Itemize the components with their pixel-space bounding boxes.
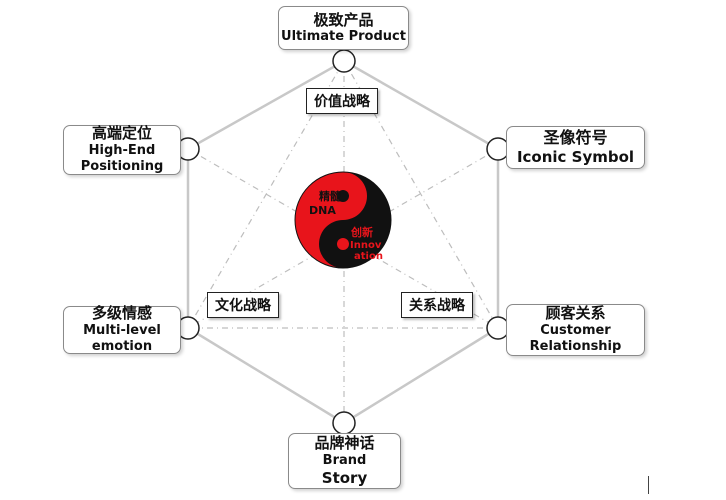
node-brand-story-en-2: Story: [321, 469, 368, 488]
node-ultimate-product-en: Ultimate Product: [281, 29, 406, 45]
node-customer-relationship: 顾客关系 Customer Relationship: [506, 304, 645, 356]
node-high-end-positioning: 高端定位 High-End Positioning: [63, 124, 181, 175]
node-emotion-zh: 多级情感: [91, 304, 152, 323]
text-cursor: [648, 476, 649, 494]
node-emotion-en-2: emotion: [91, 339, 153, 355]
core-lower-zh: 创新: [350, 225, 373, 239]
core-lower-en-1: Innov: [350, 240, 382, 251]
vertex-top: [332, 49, 356, 73]
strategy-culture: 文化战略: [207, 292, 279, 318]
core-lower-en-2: ation: [354, 251, 383, 262]
node-customer-zh: 顾客关系: [545, 304, 606, 323]
node-high-end-en-2: Positioning: [80, 159, 164, 175]
strategy-relationship: 关系战略: [401, 292, 473, 318]
yang-eye: [337, 238, 349, 250]
node-high-end-zh: 高端定位: [91, 124, 152, 143]
node-customer-en-1: Customer: [540, 323, 611, 339]
core-upper-en: DNA: [309, 204, 336, 217]
node-brand-story-en-1: Brand: [322, 452, 367, 468]
yin-eye: [337, 190, 349, 202]
node-brand-story-zh: 品牌神话: [314, 434, 375, 453]
node-iconic-symbol-en: Iconic Symbol: [516, 148, 635, 167]
node-multi-level-emotion: 多级情感 Multi-level emotion: [63, 304, 181, 355]
yin-yang-symbol: 精髓 DNA 创新 Innov ation: [294, 171, 392, 269]
node-high-end-en-1: High-End: [88, 143, 156, 159]
node-ultimate-product-zh: 极致产品: [313, 10, 374, 29]
node-customer-en-2: Relationship: [529, 339, 622, 355]
node-iconic-symbol-zh: 圣像符号: [543, 128, 608, 148]
node-iconic-symbol: 圣像符号 Iconic Symbol: [506, 126, 645, 169]
strategy-value: 价值战略: [306, 88, 378, 114]
node-brand-story: 品牌神话 Brand Story: [288, 433, 401, 489]
node-emotion-en-1: Multi-level: [83, 323, 161, 339]
core-upper-zh: 精髓: [319, 189, 342, 203]
node-ultimate-product: 极致产品 Ultimate Product: [278, 6, 409, 50]
vertex-bottom: [332, 411, 356, 435]
